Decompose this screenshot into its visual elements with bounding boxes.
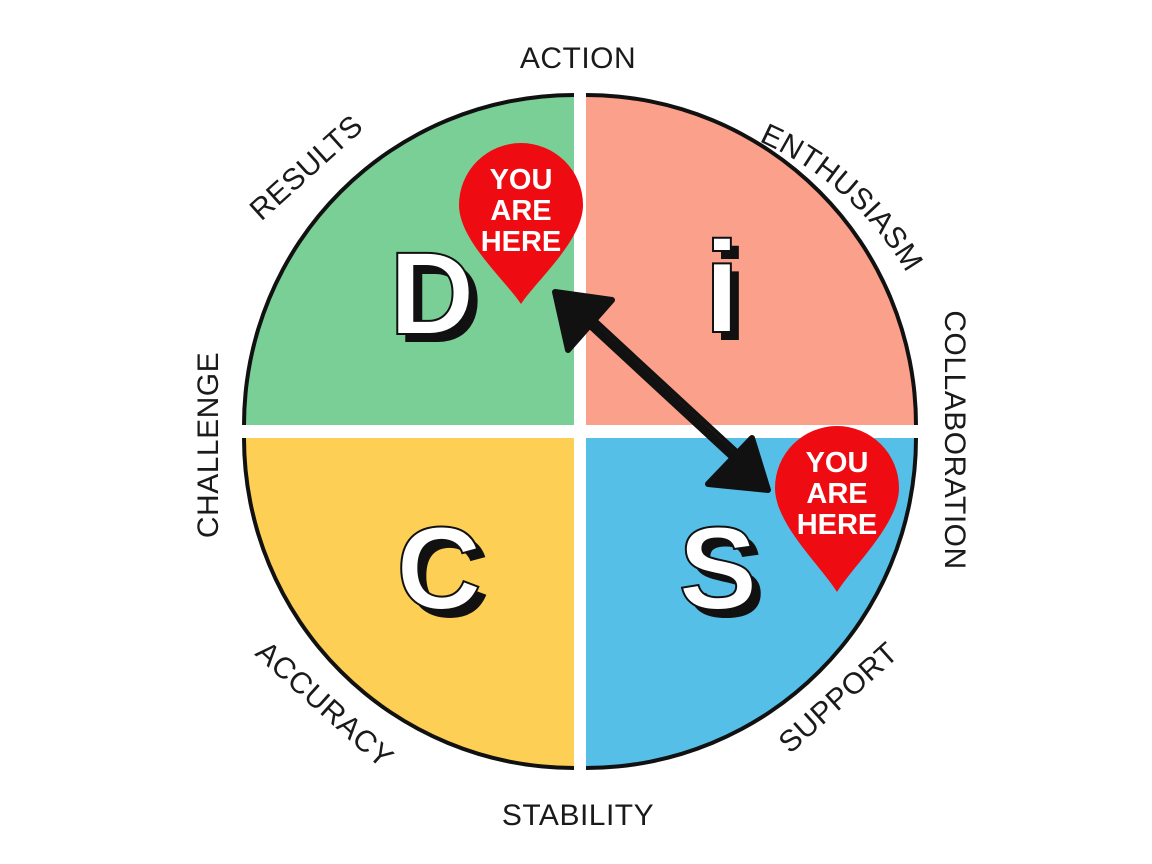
letter-d-shadow: D bbox=[397, 236, 482, 368]
marker-pin-s: YOU ARE HERE bbox=[775, 426, 899, 592]
letter-s: S bbox=[679, 503, 758, 635]
letter-s-shadow: S bbox=[687, 511, 766, 643]
marker-pin-d: YOU ARE HERE bbox=[459, 143, 583, 304]
map-pin-icon bbox=[459, 143, 583, 304]
letter-c: C bbox=[396, 503, 481, 635]
label-collaboration: COLLABORATION bbox=[938, 310, 971, 569]
marker-d-line1: YOU bbox=[490, 164, 553, 196]
map-pin-icon bbox=[775, 426, 899, 592]
double-arrow-icon bbox=[552, 289, 771, 493]
letter-d: D bbox=[389, 228, 474, 360]
letter-i-shadow: i bbox=[712, 222, 748, 368]
quadrant-c-fill bbox=[246, 438, 574, 766]
label-action: ACTION bbox=[520, 42, 636, 75]
marker-d-line3: HERE bbox=[481, 226, 562, 258]
marker-s-line2: ARE bbox=[806, 478, 867, 510]
marker-s-line1: YOU bbox=[806, 447, 869, 479]
letter-i: i bbox=[704, 214, 740, 360]
quadrant-i bbox=[586, 93, 918, 425]
marker-d-line2: ARE bbox=[490, 195, 551, 227]
quadrant-i-fill bbox=[586, 97, 914, 425]
quadrant-c bbox=[242, 438, 574, 770]
label-stability: STABILITY bbox=[502, 799, 654, 832]
marker-s-line3: HERE bbox=[797, 509, 878, 541]
letter-c-shadow: C bbox=[404, 511, 489, 643]
label-challenge: CHALLENGE bbox=[192, 352, 225, 538]
